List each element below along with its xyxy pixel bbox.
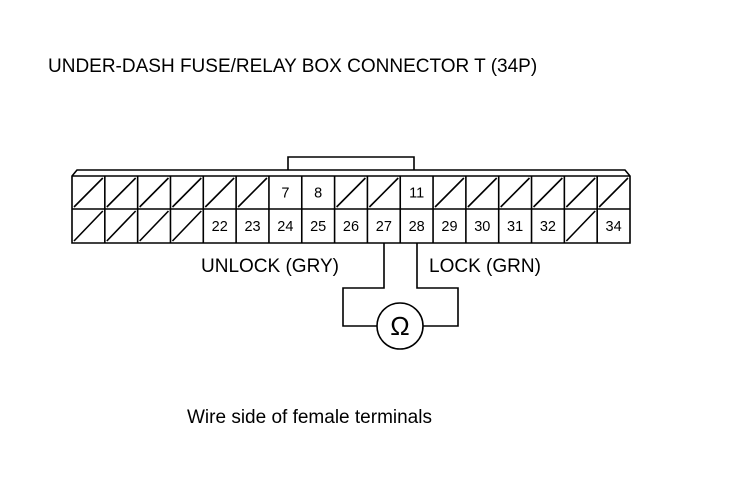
- terminal-25-label: 25: [310, 219, 326, 235]
- terminal-7-label: 7: [281, 186, 289, 202]
- unused-cavity-mark: [106, 177, 137, 208]
- terminal-29-label: 29: [441, 219, 457, 235]
- unused-cavity-mark: [368, 177, 399, 208]
- unused-cavity-mark: [500, 177, 531, 208]
- terminal-22-label: 22: [212, 219, 228, 235]
- connector-lock-tab: [287, 156, 415, 176]
- unused-cavity-mark: [171, 210, 202, 242]
- unused-cavity-mark: [598, 177, 629, 208]
- terminal-30-label: 30: [474, 219, 490, 235]
- ohm-symbol: Ω: [390, 311, 409, 341]
- terminal-26-label: 26: [343, 219, 359, 235]
- unlock-wire-label: UNLOCK (GRY): [201, 256, 339, 277]
- lead-to-terminal-27: [342, 243, 385, 327]
- terminal-34-label: 34: [606, 219, 622, 235]
- unused-cavity-mark: [336, 177, 366, 208]
- terminal-8-label: 8: [314, 186, 322, 202]
- unused-cavity-mark: [565, 210, 596, 242]
- unused-cavity-mark: [204, 177, 235, 208]
- lock-wire-label: LOCK (GRN): [429, 256, 541, 277]
- unused-cavity-mark: [434, 177, 465, 208]
- ohmmeter-icon: [376, 302, 424, 350]
- lead-to-terminal-28: [416, 243, 459, 327]
- diagram-caption: Wire side of female terminals: [187, 407, 432, 428]
- terminal-11-label: 11: [409, 186, 424, 202]
- unused-cavity-mark: [106, 210, 137, 242]
- terminal-24-label: 24: [277, 219, 293, 235]
- terminal-27-label: 27: [376, 219, 392, 235]
- connector-t-34p: 7 8 11 22 23 24 25 26 27 28 29 30 31 32 34: [71, 156, 631, 244]
- diagram-title: UNDER-DASH FUSE/RELAY BOX CONNECTOR T (3…: [48, 56, 537, 77]
- terminal-32-label: 32: [540, 219, 556, 235]
- unused-cavity-mark: [139, 210, 170, 242]
- unused-cavity-mark: [73, 177, 104, 208]
- unused-cavity-mark: [565, 177, 596, 208]
- terminal-28-label: 28: [409, 219, 425, 235]
- terminal-23-label: 23: [244, 219, 260, 235]
- unused-cavity-mark: [532, 177, 563, 208]
- unused-cavity-mark: [171, 177, 202, 208]
- terminal-31-label: 31: [507, 219, 523, 235]
- unused-cavity-mark: [467, 177, 498, 208]
- unused-cavity-mark: [73, 210, 104, 242]
- unused-cavity-mark: [139, 177, 170, 208]
- unused-cavity-mark: [237, 177, 268, 208]
- test-leads: [342, 243, 459, 350]
